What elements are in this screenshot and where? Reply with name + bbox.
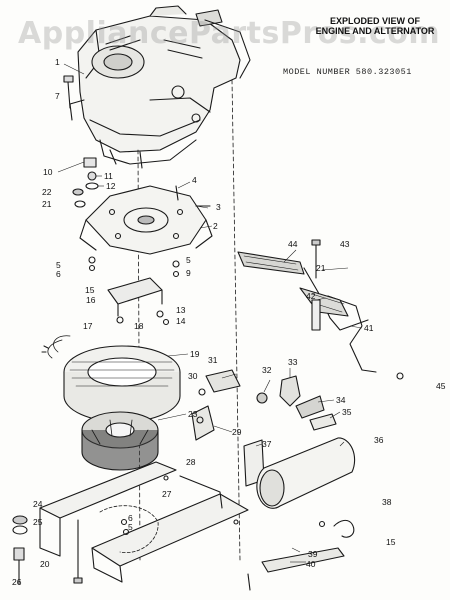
part-label-27: 27 (162, 489, 172, 499)
part-label-26: 26 (12, 577, 22, 587)
part-label-25: 25 (33, 517, 43, 527)
stator-19 (41, 335, 181, 423)
bracket-15 (88, 256, 180, 326)
engine-assembly (69, 5, 251, 169)
part-label-11: 11 (104, 171, 113, 181)
part-label-3: 3 (216, 202, 221, 212)
part-label-38: 38 (382, 497, 392, 507)
part-label-15: 15 (85, 285, 95, 295)
part-label-37: 37 (262, 439, 272, 449)
watermark: AppliancePartsPros.com (18, 16, 441, 51)
base-frame (39, 461, 249, 583)
part-label-5c: 5 (128, 522, 133, 532)
part-label-13: 13 (176, 305, 186, 315)
part-label-33: 33 (288, 357, 298, 367)
part-label-35: 35 (342, 407, 352, 417)
model-number: MODEL NUMBER 580.323051 (283, 67, 412, 77)
part-label-32: 32 (262, 365, 272, 375)
part-label-2: 2 (213, 221, 218, 231)
part-label-19: 19 (190, 349, 200, 359)
part-label-36: 36 (374, 435, 384, 445)
part-label-17: 17 (83, 321, 93, 331)
part-label-14: 14 (176, 316, 186, 326)
part-label-20: 20 (40, 559, 50, 569)
part-label-10: 10 (43, 167, 53, 177)
part-label-5a: 5 (56, 260, 61, 270)
part-label-16: 16 (86, 295, 96, 305)
part-label-1: 1 (55, 57, 60, 67)
part-label-44: 44 (288, 239, 298, 249)
diagram-title: EXPLODED VIEW OF ENGINE AND ALTERNATOR (300, 16, 450, 36)
part-label-9: 9 (186, 268, 191, 278)
title-line-1: EXPLODED VIEW OF (329, 16, 420, 26)
part-label-28: 28 (186, 457, 196, 467)
handle-assembly (237, 239, 404, 380)
part-label-39: 39 (308, 549, 318, 559)
part-label-24: 24 (33, 499, 43, 509)
title-line-2: ENGINE AND ALTERNATOR (315, 26, 435, 36)
fasteners-10-12 (72, 157, 99, 208)
part-label-22: 22 (42, 187, 52, 197)
part-label-21b: 21 (316, 263, 326, 273)
adapter-plate-2 (79, 185, 213, 255)
muffler-assembly (243, 375, 356, 591)
part-label-41: 41 (364, 323, 374, 333)
part-label-4: 4 (192, 175, 197, 185)
part-label-40: 40 (306, 559, 316, 569)
bolt-7 (63, 75, 74, 109)
part-label-43: 43 (340, 239, 350, 249)
bolts-20-26 (12, 515, 83, 585)
part-label-6b: 6 (128, 513, 133, 523)
part-label-30: 30 (188, 371, 198, 381)
part-label-42: 42 (306, 291, 316, 301)
part-label-21a: 21 (42, 199, 52, 209)
rotor-23 (81, 411, 159, 471)
part-label-12: 12 (106, 181, 116, 191)
part-label-18: 18 (134, 321, 144, 331)
part-label-7: 7 (55, 91, 60, 101)
part-label-31: 31 (208, 355, 218, 365)
part-label-23: 23 (188, 409, 198, 419)
part-label-45: 45 (436, 381, 446, 391)
part-label-6a: 6 (56, 269, 61, 279)
part-label-15b: 15 (386, 537, 396, 547)
part-label-5b: 5 (186, 255, 191, 265)
part-label-34: 34 (336, 395, 346, 405)
part-label-29: 29 (232, 427, 242, 437)
